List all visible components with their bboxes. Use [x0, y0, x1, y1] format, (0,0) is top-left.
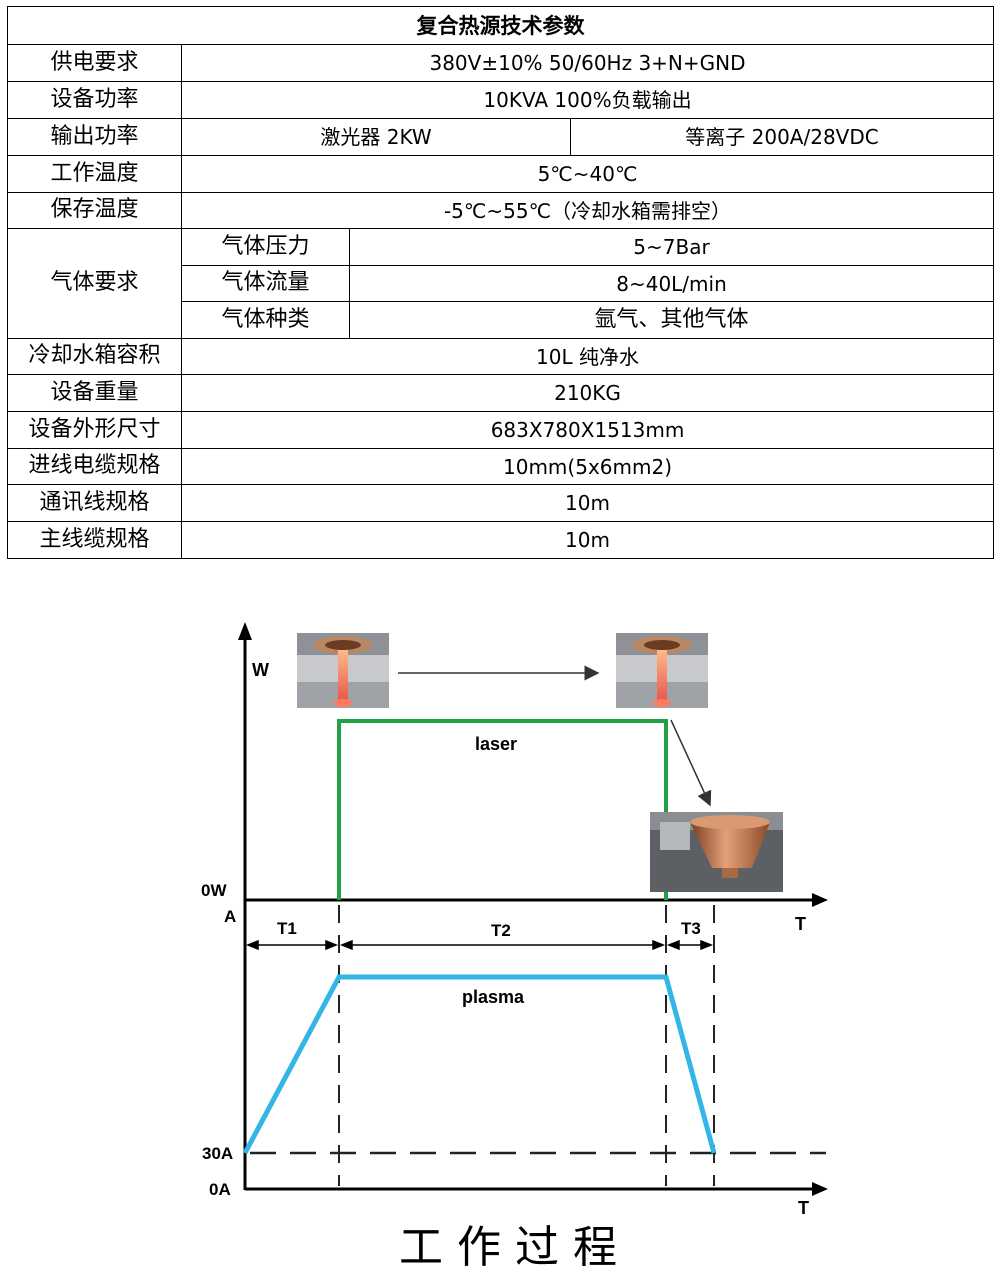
row-value: 210KG — [181, 374, 994, 412]
row-value: 10m — [181, 484, 994, 522]
time-axis-label-bottom: T — [798, 1198, 809, 1218]
row-label: 供电要求 — [7, 44, 182, 82]
row-label: 设备外形尺寸 — [7, 411, 182, 449]
sub-row-label: 气体压力 — [181, 228, 350, 266]
row-value: 683X780X1513mm — [181, 411, 994, 449]
laser-axis-label: W — [252, 660, 269, 680]
plasma-curve-label: plasma — [462, 987, 525, 1007]
sub-row-label: 气体种类 — [181, 301, 350, 339]
plasma-time-axis — [245, 1182, 828, 1196]
interval-label-t1: T1 — [277, 919, 297, 938]
row-value: 10mm(5x6mm2) — [181, 448, 994, 485]
row-label: 主线缆规格 — [7, 521, 182, 559]
interval-arrows — [245, 939, 714, 951]
row-value: 5℃~40℃ — [181, 155, 994, 193]
sub-row-label: 气体流量 — [181, 265, 350, 302]
plasma-nozzle-image — [650, 812, 783, 892]
interval-label-t3: T3 — [681, 919, 701, 938]
row-label: 设备重量 — [7, 374, 182, 412]
plasma-curve — [242, 974, 717, 1155]
row-value-2: 等离子 200A/28VDC — [570, 118, 994, 156]
row-label: 设备功率 — [7, 81, 182, 119]
vertical-axis — [238, 622, 252, 1190]
spec-table: 复合热源技术参数 供电要求 380V±10% 50/60Hz 3+N+GND 设… — [7, 6, 994, 559]
row-label: 冷却水箱容积 — [7, 338, 182, 375]
laser-head-image-left — [297, 633, 389, 708]
row-label: 输出功率 — [7, 118, 182, 156]
row-value: 10KVA 100%负载输出 — [181, 81, 994, 119]
diagram-caption: 工作过程 — [399, 1222, 631, 1273]
row-label: 保存温度 — [7, 192, 182, 229]
table-title: 复合热源技术参数 — [7, 6, 994, 45]
plasma-zero-label: 0A — [209, 1180, 231, 1199]
laser-time-axis — [245, 893, 828, 907]
row-label: 通讯线规格 — [7, 484, 182, 522]
time-axis-label: T — [795, 914, 806, 934]
row-value: 激光器 2KW — [181, 118, 571, 156]
interval-label-t2: T2 — [491, 921, 511, 940]
laser-curve — [337, 719, 668, 900]
time-markers — [338, 905, 715, 1186]
row-label: 气体要求 — [7, 228, 182, 339]
row-value: 380V±10% 50/60Hz 3+N+GND — [181, 44, 994, 82]
sub-row-value: 氩气、其他气体 — [349, 301, 994, 339]
nozzle-pointer-arrow — [670, 719, 712, 807]
laser-head-image-right — [616, 633, 708, 708]
sub-row-value: 5~7Bar — [349, 228, 994, 266]
row-label: 工作温度 — [7, 155, 182, 193]
sub-row-value: 8~40L/min — [349, 265, 994, 302]
row-value: -5℃~55℃（冷却水箱需排空） — [181, 192, 994, 229]
row-value: 10m — [181, 521, 994, 559]
row-label: 进线电缆规格 — [7, 448, 182, 485]
process-diagram: W 0W A T T 30A 0A T1 T2 T3 laser plasma — [201, 622, 828, 1273]
laser-curve-label: laser — [475, 734, 517, 754]
row-value: 10L 纯净水 — [181, 338, 994, 375]
plasma-base-label: 30A — [202, 1144, 233, 1163]
plasma-axis-label: A — [224, 907, 236, 926]
laser-zero-label: 0W — [201, 881, 227, 900]
